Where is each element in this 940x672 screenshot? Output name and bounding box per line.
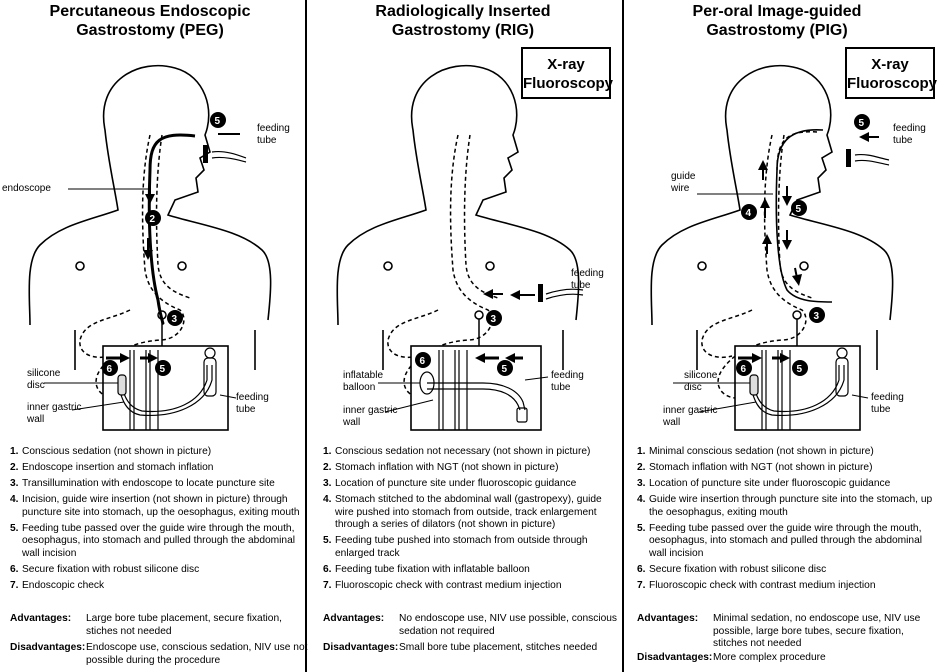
pig-step-3: 3.Location of puncture site under fluoro… [637, 478, 891, 489]
column-divider-2 [622, 0, 624, 672]
peg-marker-5: 5 [215, 116, 221, 127]
pig-step-1: 1.Minimal conscious sedation (not shown … [637, 446, 874, 457]
pig-silicone-disc-label: silicone disc [684, 370, 718, 393]
pig-marker-6: 6 [741, 364, 747, 375]
pig-disadvantages: Disadvantages:More complex procedure [637, 652, 826, 663]
peg-endoscope-label: endoscope [2, 183, 51, 194]
pig-inner-wall-label: inner gastric wall [663, 405, 718, 428]
peg-column: Percutaneous Endoscopic Gastrostomy (PEG… [0, 0, 310, 672]
rig-feeding-tube-label: feeding tube [571, 268, 604, 291]
pig-marker-5c: 5 [797, 364, 803, 375]
pig-step-2: 2.Stomach inflation with NGT (not shown … [637, 462, 873, 473]
peg-marker-6: 6 [107, 364, 113, 375]
peg-title-line1: Percutaneous Endoscopic [49, 3, 251, 20]
pig-inset-feeding-tube-label: feeding tube [871, 392, 904, 415]
peg-step-4: 4.Incision, guide wire insertion (not sh… [10, 494, 300, 518]
peg-feeding-tube-label: feeding tube [257, 123, 290, 146]
rig-marker-6: 6 [420, 356, 426, 367]
pig-anatomy-illustration: 5 4 5 3 6 5 [650, 64, 894, 431]
peg-advantages: Advantages:Large bore tube placement, se… [10, 613, 282, 637]
pig-step-5: 5.Feeding tube passed over the guide wir… [637, 522, 922, 559]
rig-inset-feeding-tube-label: feeding tube [551, 370, 584, 393]
rig-disadvantages: Disadvantages:Small bore tube placement,… [323, 642, 598, 653]
pig-marker-5a: 5 [859, 118, 865, 129]
rig-title-line1: Radiologically Inserted [375, 3, 551, 20]
peg-marker-3: 3 [172, 314, 178, 325]
rig-xray-fluoroscopy-box: X-ray Fluoroscopy [521, 47, 613, 99]
pig-steps-list: 1.Minimal conscious sedation (not shown … [637, 446, 937, 596]
pig-feeding-tube-label: feeding tube [893, 123, 926, 146]
peg-silicone-disc-label: silicone disc [27, 368, 61, 391]
rig-title-line2: Gastrostomy (RIG) [391, 22, 535, 39]
peg-steps-list: 1.Conscious sedation (not shown in pictu… [10, 446, 310, 596]
rig-step-2: 2.Stomach inflation with NGT (not shown … [323, 462, 559, 473]
pig-title: Per-oral Image-guided Gastrostomy (PIG) [627, 2, 927, 40]
column-divider-1 [305, 0, 307, 672]
pig-marker-3: 3 [814, 311, 820, 322]
rig-step-3: 3.Location of puncture site under fluoro… [323, 478, 577, 489]
pig-marker-5b: 5 [796, 204, 802, 215]
rig-step-6: 6.Feeding tube fixation with inflatable … [323, 563, 530, 575]
pig-title-line1: Per-oral Image-guided [692, 3, 862, 20]
rig-steps-list: 1.Conscious sedation not necessary (not … [323, 446, 623, 596]
peg-step-6: 6.Secure fixation with robust silicone d… [10, 563, 200, 575]
rig-title: Radiologically Inserted Gastrostomy (RIG… [313, 2, 613, 40]
rig-inner-wall-label: inner gastric wall [343, 405, 398, 428]
peg-marker-5b: 5 [160, 364, 166, 375]
rig-step-5: 5.Feeding tube pushed into stomach from … [323, 535, 588, 559]
pig-column: Per-oral Image-guided Gastrostomy (PIG) … [627, 0, 937, 672]
rig-anatomy-illustration: 3 6 5 [336, 64, 584, 431]
rig-advantages: Advantages:No endoscope use, NIV use pos… [323, 613, 618, 637]
peg-disadvantages: Disadvantages:Endoscope use, conscious s… [10, 642, 308, 666]
rig-step-1: 1.Conscious sedation not necessary (not … [323, 446, 591, 457]
peg-step-7: 7.Endoscopic check [10, 579, 105, 591]
peg-marker-2: 2 [150, 214, 156, 225]
rig-marker-3: 3 [491, 314, 497, 325]
rig-step-7: 7.Fluoroscopic check with contrast mediu… [323, 579, 562, 591]
pig-step-6: 6.Secure fixation with robust silicone d… [637, 563, 827, 575]
rig-step-4: 4.Stomach stitched to the abdominal wall… [323, 494, 602, 530]
peg-step-1: 1.Conscious sedation (not shown in pictu… [10, 446, 212, 457]
peg-inner-wall-label: inner gastric wall [27, 402, 82, 425]
rig-column: Radiologically Inserted Gastrostomy (RIG… [313, 0, 623, 672]
pig-marker-4: 4 [746, 208, 752, 219]
peg-step-3: 3.Transillumination with endoscope to lo… [10, 478, 275, 489]
pig-advantages: Advantages:Minimal sedation, no endoscop… [637, 613, 921, 649]
pig-xray-fluoroscopy-box: X-ray Fluoroscopy [845, 47, 937, 99]
peg-step-5: 5.Feeding tube passed over the guide wir… [10, 522, 295, 559]
pig-guide-wire-label: guide wire [671, 171, 696, 194]
peg-anatomy-illustration: 5 2 3 6 5 [28, 64, 272, 431]
pig-title-line2: Gastrostomy (PIG) [706, 22, 848, 39]
pig-step-7: 7.Fluoroscopic check with contrast mediu… [637, 579, 876, 591]
peg-title: Percutaneous Endoscopic Gastrostomy (PEG… [0, 2, 300, 40]
peg-inset-feeding-tube-label: feeding tube [236, 392, 269, 415]
rig-marker-5: 5 [502, 364, 508, 375]
rig-inflatable-balloon-label: inflatable balloon [343, 370, 384, 393]
peg-title-line2: Gastrostomy (PEG) [76, 22, 224, 39]
peg-step-2: 2.Endoscope insertion and stomach inflat… [10, 462, 214, 473]
pig-step-4: 4.Guide wire insertion through puncture … [637, 494, 933, 518]
